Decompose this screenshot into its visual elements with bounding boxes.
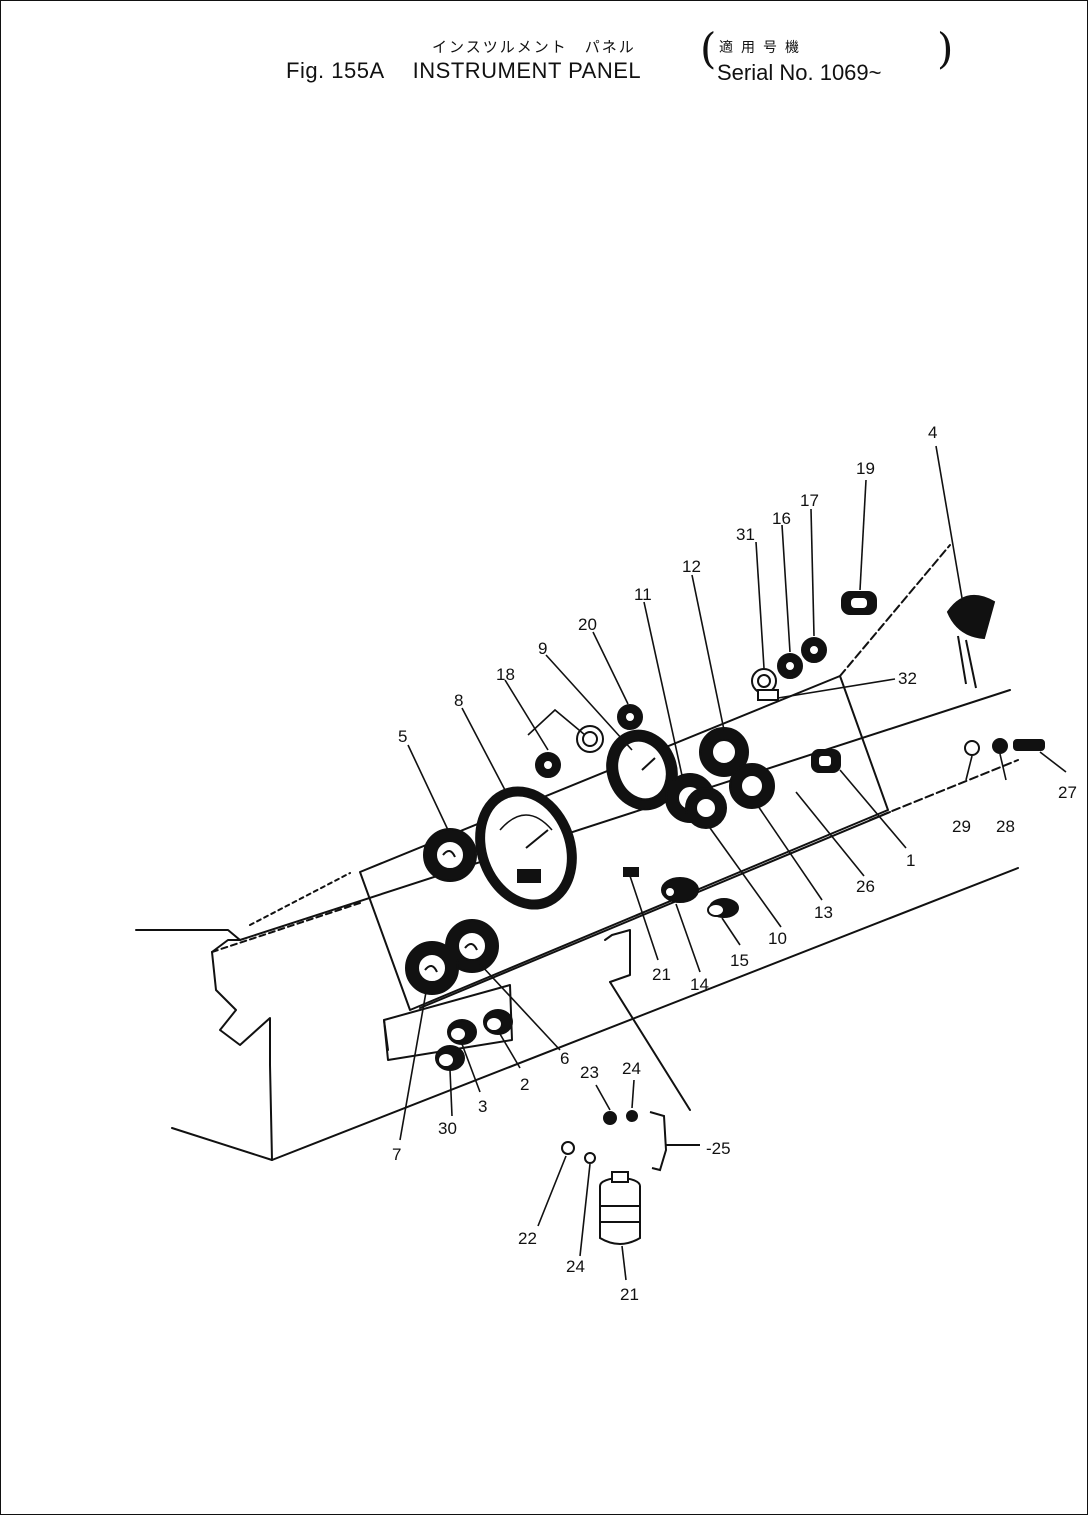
fuse-32 bbox=[757, 689, 779, 701]
callout-8: 8 bbox=[454, 691, 463, 710]
callout-19: 19 bbox=[856, 459, 875, 478]
lamp-4 bbox=[946, 594, 996, 689]
callout-6: 6 bbox=[560, 1049, 569, 1068]
horn-button-15 bbox=[707, 898, 739, 918]
switch-17 bbox=[801, 637, 827, 663]
figure-title: Fig. 155A INSTRUMENT PANEL bbox=[286, 58, 641, 84]
callout-16: 16 bbox=[772, 509, 791, 528]
switch-19 bbox=[841, 591, 877, 615]
washer-28 bbox=[992, 738, 1008, 754]
dashboard-cowl bbox=[135, 689, 1019, 1161]
indicator-lamp-20 bbox=[617, 704, 643, 730]
callout-15: 15 bbox=[730, 951, 749, 970]
callout-25: -25 bbox=[706, 1139, 731, 1158]
serial-range: Serial No. 1069~ bbox=[717, 60, 882, 85]
callout-21a: 21 bbox=[620, 1285, 639, 1304]
indicator-lamp-18a bbox=[535, 752, 561, 778]
washer-24 bbox=[626, 1110, 638, 1122]
bracket-close: ) bbox=[937, 24, 954, 73]
japanese-serial-label: 適用号機 bbox=[719, 39, 807, 55]
callout-2: 2 bbox=[520, 1075, 529, 1094]
callout-29: 29 bbox=[952, 817, 971, 836]
callout-1: 1 bbox=[906, 851, 915, 870]
callout-26: 26 bbox=[856, 877, 875, 896]
callout-20: 20 bbox=[578, 615, 597, 634]
callout-17: 17 bbox=[800, 491, 819, 510]
callout-11: 11 bbox=[634, 585, 652, 604]
key-switch-1 bbox=[811, 749, 841, 773]
callout-7: 7 bbox=[392, 1145, 401, 1164]
gauge-5 bbox=[423, 828, 477, 882]
gauge-6 bbox=[445, 919, 499, 973]
switch-14 bbox=[661, 877, 699, 903]
indicator-lamp-18b bbox=[576, 725, 604, 753]
bolt-22 bbox=[561, 1141, 575, 1155]
gauge-13 bbox=[729, 763, 775, 809]
callout-14: 14 bbox=[690, 975, 709, 994]
washer-24b bbox=[584, 1152, 596, 1164]
callout-24b: 24 bbox=[566, 1257, 585, 1276]
knob-30 bbox=[435, 1045, 465, 1071]
japanese-title: インスツルメント パネル bbox=[432, 39, 636, 56]
callout-12: 12 bbox=[682, 557, 701, 576]
callout-5: 5 bbox=[398, 727, 407, 746]
gauge-10 bbox=[685, 787, 727, 829]
callout-18: 18 bbox=[496, 665, 515, 684]
gauge-9 bbox=[606, 729, 678, 811]
callout-31: 31 bbox=[736, 525, 755, 544]
bolt-27 bbox=[1013, 739, 1045, 751]
gauge-12 bbox=[699, 727, 749, 777]
washer-29 bbox=[964, 740, 980, 756]
callout-24a: 24 bbox=[622, 1059, 641, 1078]
screw-27 bbox=[623, 867, 639, 877]
knob-2 bbox=[483, 1009, 513, 1035]
callout-27: 27 bbox=[1058, 783, 1077, 802]
nut-23 bbox=[603, 1111, 617, 1125]
callout-9: 9 bbox=[538, 639, 547, 658]
figure-number: Fig. 155A bbox=[286, 58, 385, 83]
buzzer-21 bbox=[599, 1171, 641, 1245]
callout-13: 13 bbox=[814, 903, 833, 922]
figure-name: INSTRUMENT PANEL bbox=[412, 58, 642, 83]
switch-16 bbox=[777, 653, 803, 679]
callout-10a: 10 bbox=[768, 929, 787, 948]
tachometer bbox=[475, 786, 577, 910]
callout-4: 4 bbox=[928, 423, 937, 442]
callout-23: 23 bbox=[580, 1063, 599, 1082]
bracket-open: ( bbox=[700, 24, 717, 73]
bracket-25 bbox=[649, 1111, 700, 1172]
callout-22: 22 bbox=[518, 1229, 537, 1248]
callout-21b: 21 bbox=[652, 965, 671, 984]
bottom-bracket bbox=[383, 984, 513, 1061]
callout-30: 30 bbox=[438, 1119, 457, 1138]
instrument-panel-plate bbox=[359, 544, 1019, 1111]
gauge-7 bbox=[405, 941, 459, 995]
callout-3: 3 bbox=[478, 1097, 487, 1116]
callout-28: 28 bbox=[996, 817, 1015, 836]
callout-32: 32 bbox=[898, 669, 917, 688]
knob-3 bbox=[447, 1019, 477, 1045]
